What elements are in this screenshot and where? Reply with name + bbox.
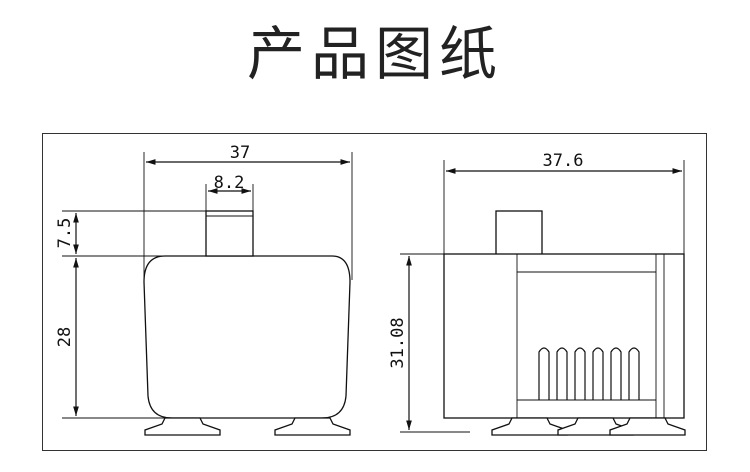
dim-label-31-08: 31.08 xyxy=(388,317,408,368)
intake-slots xyxy=(538,347,640,400)
dim-label-37-6: 37.6 xyxy=(543,151,584,171)
dim-label-8-2: 8.2 xyxy=(214,173,245,193)
page-title: 产品图纸 xyxy=(246,20,503,88)
suction-cup-foot-side-1 xyxy=(491,417,568,436)
suction-cup-foot-left xyxy=(144,417,221,436)
dim-label-7-5: 7.5 xyxy=(55,218,75,249)
dim-label-37: 37 xyxy=(230,143,250,163)
side-view: 37.6 31.08 xyxy=(388,151,686,436)
outlet-nozzle-front xyxy=(205,210,254,257)
front-view: 37 8.2 7.5 28 xyxy=(55,143,353,436)
outlet-nozzle-side xyxy=(495,210,543,256)
suction-cup-foot-side-3 xyxy=(609,417,686,436)
pump-body-side xyxy=(443,253,685,419)
dim-label-28: 28 xyxy=(55,327,75,347)
pump-body-front xyxy=(143,255,351,419)
drawing-frame xyxy=(42,133,707,451)
suction-cup-foot-right xyxy=(274,417,351,436)
